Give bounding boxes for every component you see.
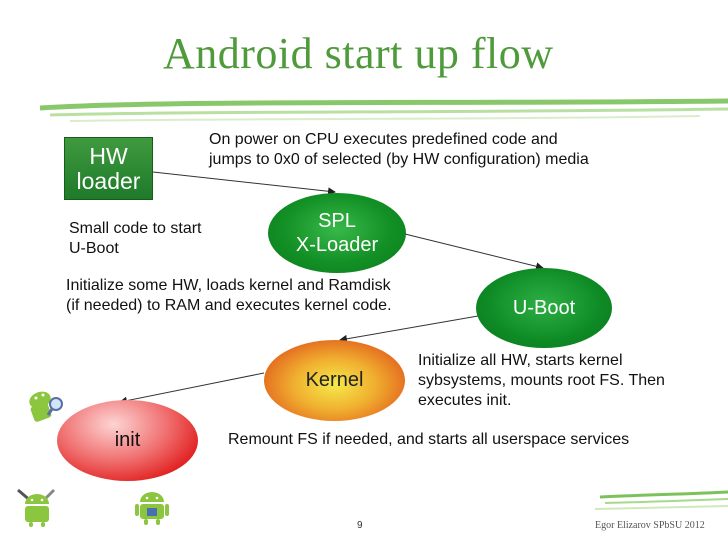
note-init-some-hw: Initialize some HW, loads kernel and Ram… [66, 277, 392, 314]
spl-xloader-node: SPL X-Loader [268, 193, 406, 273]
note-init-all-hw: Initialize all HW, starts kernel sybsyst… [418, 352, 665, 409]
arrow-hw-to-spl [152, 171, 336, 196]
note-small-code: Small code to start U-Boot [69, 220, 202, 257]
note-power-on: On power on CPU executes predefined code… [209, 131, 589, 168]
kernel-label: Kernel [305, 369, 364, 391]
uboot-label: U-Boot [512, 296, 576, 319]
arrow-kernel-to-init [119, 372, 265, 405]
spl-label: SPL [318, 210, 356, 232]
page-title: Android start up flow [163, 29, 554, 78]
uboot-node: U-Boot [476, 268, 612, 348]
hw-loader-line1: HW [89, 143, 128, 169]
arrow-spl-to-uboot [404, 233, 544, 271]
android-magnifier-icon [29, 391, 63, 422]
init-node: init [57, 400, 198, 481]
hw-loader-node: HW loader [64, 137, 153, 200]
kernel-node: Kernel [264, 340, 405, 421]
arrow-uboot-to-kernel [339, 315, 479, 343]
hw-loader-line2: loader [76, 168, 141, 194]
xloader-label: X-Loader [295, 234, 379, 256]
page-number: 9 [357, 520, 363, 531]
android-wrench-icon [135, 492, 169, 525]
note-remount: Remount FS if needed, and starts all use… [228, 431, 630, 448]
init-label: init [114, 429, 141, 451]
android-tools-icon [17, 488, 56, 527]
footer-credit: Egor Elizarov SPbSU 2012 [595, 520, 705, 531]
